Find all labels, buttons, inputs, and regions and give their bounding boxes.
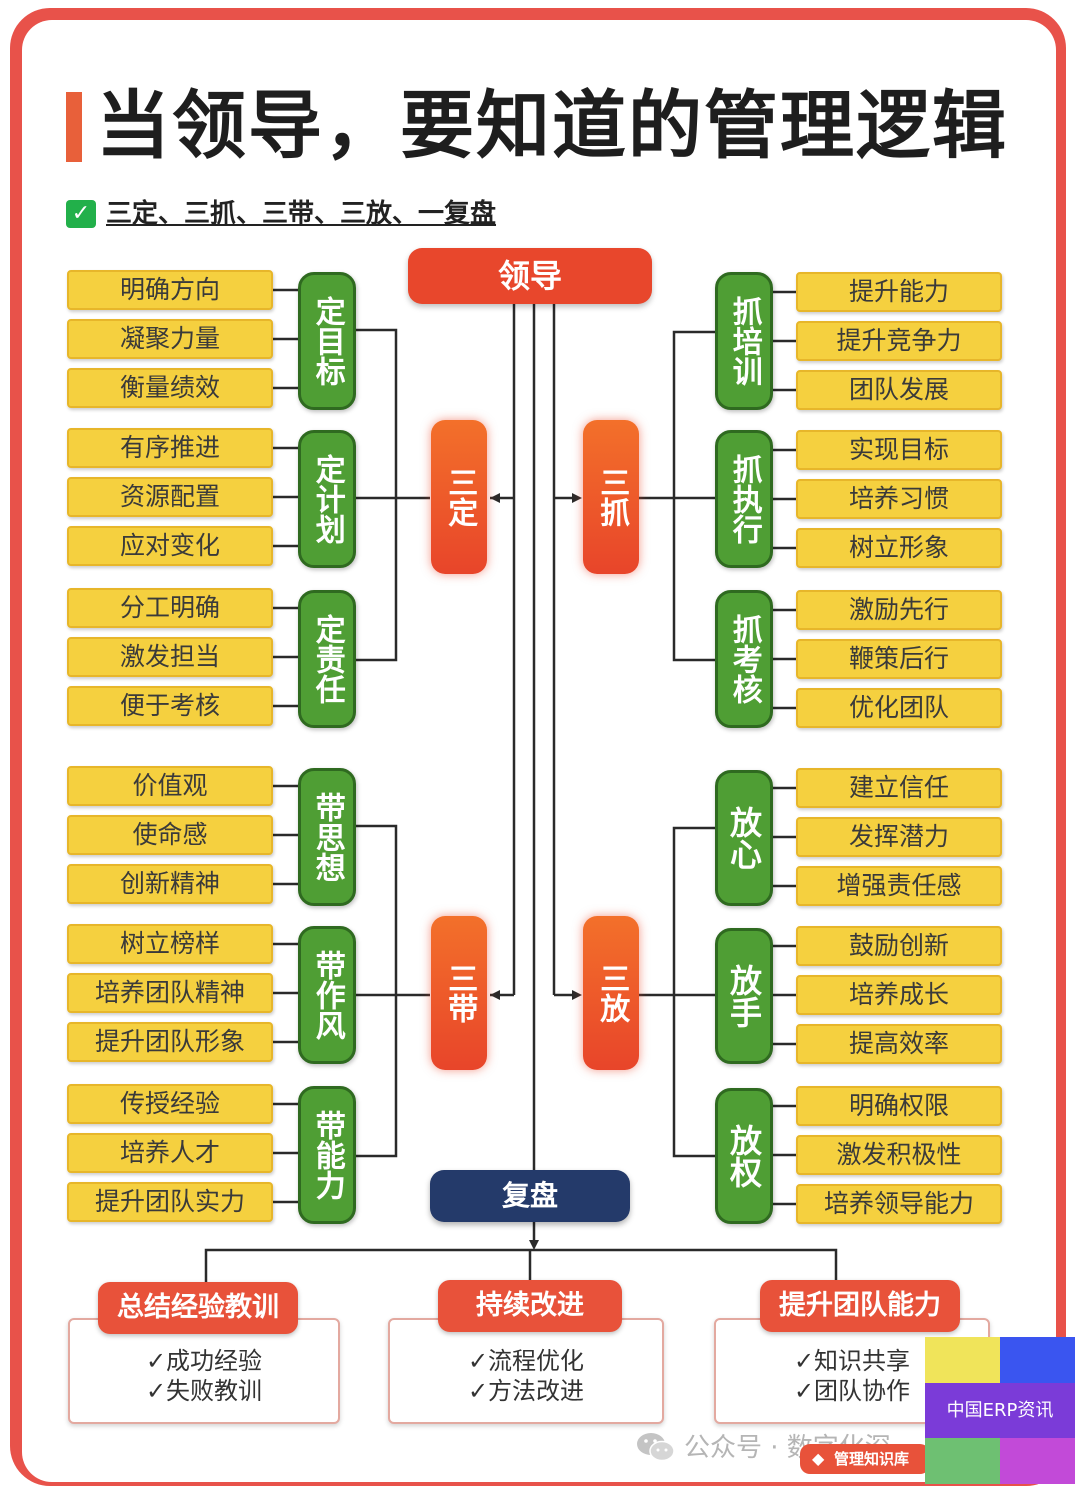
lesson-line: ✓方法改进 bbox=[467, 1377, 585, 1405]
item-box: 优化团队 bbox=[796, 688, 1002, 728]
lesson-line: ✓流程优化 bbox=[467, 1347, 585, 1375]
item-box: 提升团队形象 bbox=[67, 1022, 273, 1062]
lesson-line: ✓失败教训 bbox=[145, 1377, 263, 1405]
branch-label: 三带 bbox=[442, 963, 478, 1023]
item-box: 激励先行 bbox=[796, 590, 1002, 630]
branch-label: 三放 bbox=[594, 963, 630, 1023]
group-node: 放手 bbox=[715, 928, 773, 1064]
lesson-title: 总结经验教训 bbox=[98, 1282, 298, 1334]
item-box: 提升能力 bbox=[796, 272, 1002, 312]
corner-label: 中国ERP资讯 bbox=[925, 1383, 1075, 1438]
item-box: 培养团队精神 bbox=[67, 973, 273, 1013]
group-label: 放心 bbox=[725, 806, 763, 870]
group-node: 放权 bbox=[715, 1088, 773, 1224]
branch-node-zhua: 三抓 bbox=[583, 420, 639, 574]
group-node: 定责任 bbox=[298, 590, 356, 728]
item-box: 激发积极性 bbox=[796, 1135, 1002, 1175]
group-label: 定目标 bbox=[309, 296, 345, 386]
knowledge-badge: ◆ 管理知识库 bbox=[800, 1444, 930, 1474]
item-box: 增强责任感 bbox=[796, 866, 1002, 906]
item-box: 价值观 bbox=[67, 766, 273, 806]
item-box: 提升竞争力 bbox=[796, 321, 1002, 361]
item-box: 发挥潜力 bbox=[796, 817, 1002, 857]
branch-label: 三定 bbox=[442, 467, 478, 527]
group-node: 抓培训 bbox=[715, 272, 773, 410]
group-node: 带作风 bbox=[298, 926, 356, 1064]
item-box: 培养成长 bbox=[796, 975, 1002, 1015]
item-box: 提高效率 bbox=[796, 1024, 1002, 1064]
branch-node-ding: 三定 bbox=[431, 420, 487, 574]
group-node: 定计划 bbox=[298, 430, 356, 568]
item-box: 明确权限 bbox=[796, 1086, 1002, 1126]
item-box: 衡量绩效 bbox=[67, 368, 273, 408]
group-node: 定目标 bbox=[298, 272, 356, 410]
lesson-card: ✓成功经验 ✓失败教训 bbox=[68, 1318, 340, 1424]
item-box: 鼓励创新 bbox=[796, 926, 1002, 966]
group-label: 抓考核 bbox=[726, 614, 762, 704]
item-box: 激发担当 bbox=[67, 637, 273, 677]
item-box: 培养领导能力 bbox=[796, 1184, 1002, 1224]
item-box: 建立信任 bbox=[796, 768, 1002, 808]
lesson-line: ✓成功经验 bbox=[145, 1347, 263, 1375]
item-box: 资源配置 bbox=[67, 477, 273, 517]
item-box: 有序推进 bbox=[67, 428, 273, 468]
group-label: 放权 bbox=[725, 1124, 763, 1188]
branch-node-fang: 三放 bbox=[583, 916, 639, 1070]
item-box: 提升团队实力 bbox=[67, 1182, 273, 1222]
item-box: 明确方向 bbox=[67, 270, 273, 310]
item-box: 培养习惯 bbox=[796, 479, 1002, 519]
group-node: 放心 bbox=[715, 770, 773, 906]
group-node: 带能力 bbox=[298, 1086, 356, 1224]
branch-node-dai: 三带 bbox=[431, 916, 487, 1070]
item-box: 树立形象 bbox=[796, 528, 1002, 568]
corner-tile bbox=[925, 1337, 1000, 1383]
badge-label: 管理知识库 bbox=[834, 1450, 910, 1468]
item-box: 鞭策后行 bbox=[796, 639, 1002, 679]
group-node: 抓考核 bbox=[715, 590, 773, 728]
item-box: 创新精神 bbox=[67, 864, 273, 904]
wechat-icon bbox=[636, 1430, 676, 1464]
item-box: 培养人才 bbox=[67, 1133, 273, 1173]
item-box: 使命感 bbox=[67, 815, 273, 855]
corner-tile bbox=[1000, 1438, 1075, 1484]
item-box: 应对变化 bbox=[67, 526, 273, 566]
group-label: 抓执行 bbox=[726, 454, 762, 544]
lesson-line: ✓团队协作 bbox=[793, 1377, 911, 1405]
corner-tile bbox=[1000, 1337, 1075, 1383]
item-box: 实现目标 bbox=[796, 430, 1002, 470]
item-box: 凝聚力量 bbox=[67, 319, 273, 359]
group-label: 带思想 bbox=[309, 792, 345, 882]
lesson-title: 持续改进 bbox=[438, 1280, 622, 1332]
item-box: 传授经验 bbox=[67, 1084, 273, 1124]
item-box: 分工明确 bbox=[67, 588, 273, 628]
lesson-title: 提升团队能力 bbox=[760, 1280, 960, 1332]
page-subtitle: 三定、三抓、三带、三放、一复盘 bbox=[106, 199, 497, 229]
title-accent-bar bbox=[66, 92, 82, 162]
group-label: 带作风 bbox=[309, 950, 345, 1040]
group-node: 抓执行 bbox=[715, 430, 773, 568]
group-label: 放手 bbox=[725, 964, 763, 1028]
checkbox-icon: ✓ bbox=[66, 200, 96, 228]
lesson-card: ✓流程优化 ✓方法改进 bbox=[388, 1318, 664, 1424]
lesson-line: ✓知识共享 bbox=[793, 1347, 911, 1375]
review-node: 复盘 bbox=[430, 1170, 630, 1222]
group-label: 抓培训 bbox=[726, 296, 762, 386]
group-label: 定计划 bbox=[309, 454, 345, 544]
item-box: 团队发展 bbox=[796, 370, 1002, 410]
group-label: 定责任 bbox=[309, 614, 345, 704]
item-box: 便于考核 bbox=[67, 686, 273, 726]
branch-label: 三抓 bbox=[594, 467, 630, 527]
root-node: 领导 bbox=[408, 248, 652, 304]
corner-logo-block: 中国ERP资讯 bbox=[925, 1337, 1075, 1484]
bulb-icon: ◆ bbox=[812, 1449, 825, 1468]
item-box: 树立榜样 bbox=[67, 924, 273, 964]
group-node: 带思想 bbox=[298, 768, 356, 906]
corner-tile bbox=[925, 1438, 1000, 1484]
group-label: 带能力 bbox=[309, 1110, 345, 1200]
page-title: 当领导，要知道的管理逻辑 bbox=[96, 83, 1008, 169]
